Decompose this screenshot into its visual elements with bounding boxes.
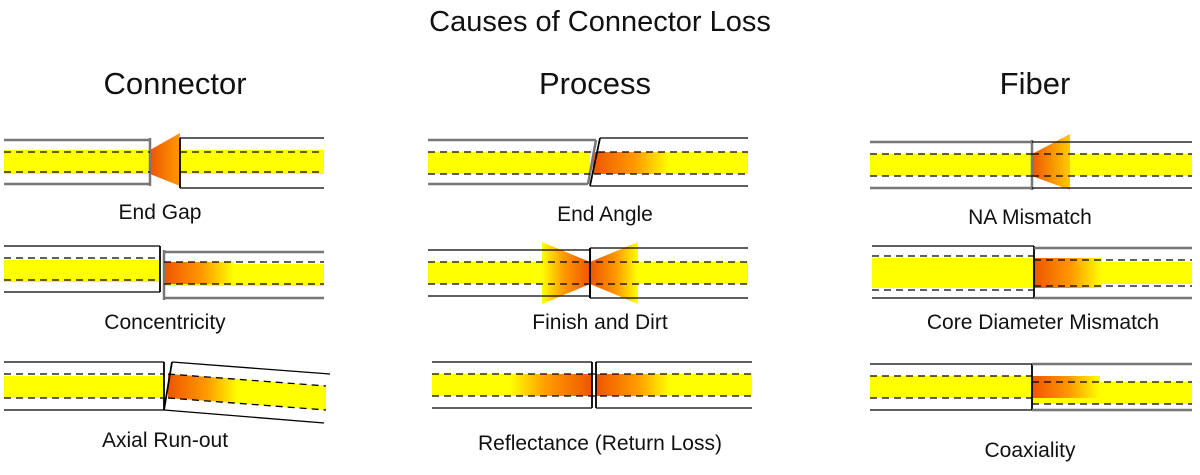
diagram-title: Causes of Connector Loss <box>429 6 771 38</box>
diagram-axial-run-out <box>4 361 331 424</box>
loss-region <box>168 374 238 403</box>
caption-end-gap: End Gap <box>118 201 202 224</box>
diagram-finish-and-dirt <box>428 242 748 304</box>
diagram-end-angle <box>428 137 748 187</box>
loss-region <box>592 152 670 174</box>
diagram-core-diameter-mismatch <box>872 245 1192 300</box>
caption-coaxiality: Coaxiality <box>984 439 1076 462</box>
caption-reflectance: Reflectance (Return Loss) <box>478 432 722 455</box>
caption-na-mismatch: NA Mismatch <box>968 206 1092 229</box>
fiber-core <box>4 150 150 174</box>
reflected-light <box>510 374 592 396</box>
fiber-core <box>180 150 324 174</box>
diagram-na-mismatch <box>870 134 1192 190</box>
caption-axial-run-out: Axial Run-out <box>101 429 229 452</box>
caption-end-angle: End Angle <box>557 203 653 226</box>
diagram-coaxiality <box>870 362 1192 412</box>
transmitted-loss <box>596 374 670 396</box>
diagram-concentricity <box>4 245 324 300</box>
caption-core-diameter-mismatch: Core Diameter Mismatch <box>926 311 1160 334</box>
diagram-end-gap <box>4 133 324 189</box>
scatter-cone-right <box>590 242 638 304</box>
fiber-core <box>1032 154 1192 176</box>
caption-concentricity: Concentricity <box>104 311 226 334</box>
column-heading-fiber: Fiber <box>999 66 1071 101</box>
fiber-core <box>870 154 1032 176</box>
fiber-core <box>870 376 1032 398</box>
loss-region <box>164 262 234 284</box>
loss-region <box>1032 376 1100 398</box>
fiber-core-large <box>872 258 1034 288</box>
column-heading-process: Process <box>539 66 651 101</box>
fiber-core <box>4 376 164 398</box>
loss-region <box>1034 258 1102 288</box>
fiber-core <box>428 152 590 174</box>
fiber-core <box>4 260 160 282</box>
column-heading-connector: Connector <box>103 66 247 101</box>
scatter-cone-left <box>542 242 590 304</box>
light-spread-cone <box>150 133 180 186</box>
diagram-reflectance <box>432 361 752 409</box>
caption-finish-and-dirt: Finish and Dirt <box>532 311 668 334</box>
